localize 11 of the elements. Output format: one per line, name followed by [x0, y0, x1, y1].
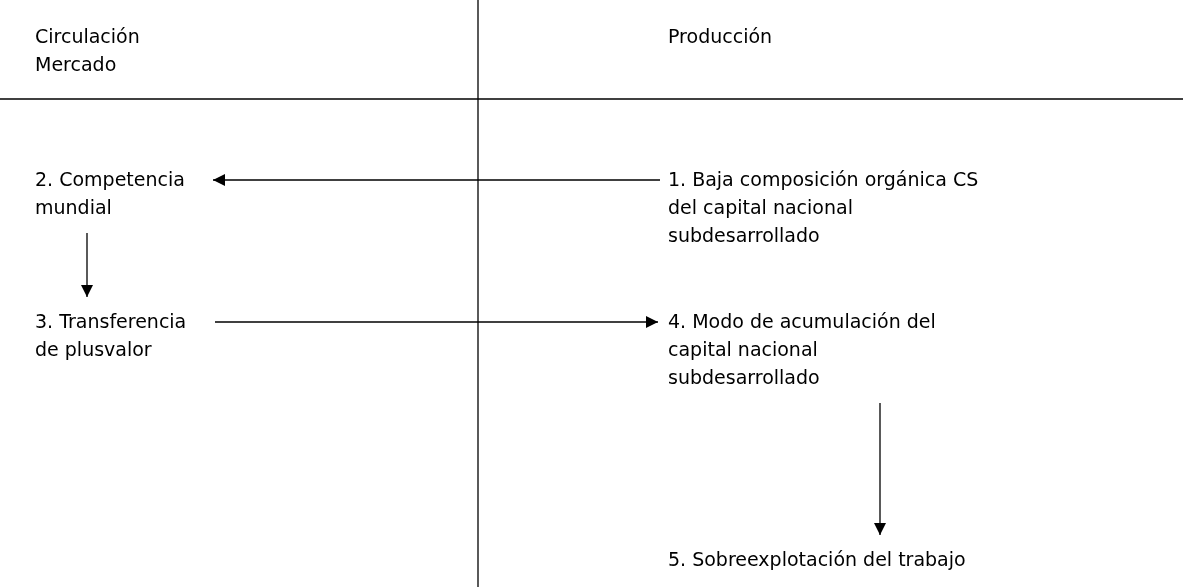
step-text: 5. Sobreexplotación del trabajo	[668, 545, 966, 573]
step-text: 3. Transferencia de plusvalor	[35, 307, 205, 363]
arrow	[874, 402, 886, 536]
arrow	[214, 316, 659, 328]
column-heading: Circulación Mercado	[35, 24, 141, 77]
step-text: 2. Competencia mundial	[35, 165, 205, 221]
step-text: 1. Baja composición orgánica CS del capital nacional subdesarrollado	[668, 165, 998, 249]
arrow	[212, 174, 661, 186]
column-heading: Producción	[668, 24, 774, 49]
arrow	[81, 232, 93, 298]
step-text: 4. Modo de acumulación del capital nacional subdesarrollado	[668, 307, 968, 391]
